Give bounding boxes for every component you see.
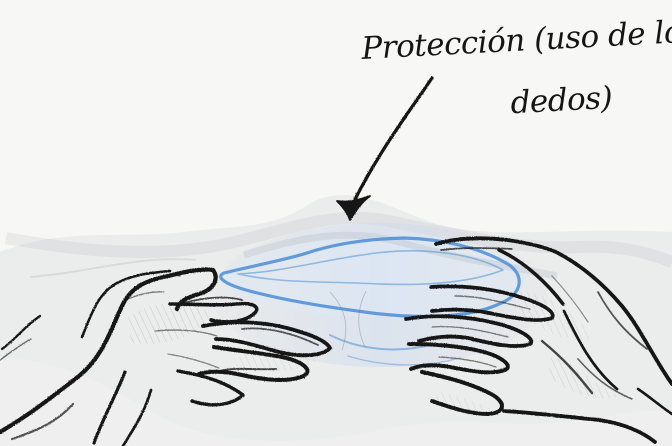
sketch-paper: Protección (uso de los dedos) [0,0,672,446]
hands-sketch [0,0,672,446]
